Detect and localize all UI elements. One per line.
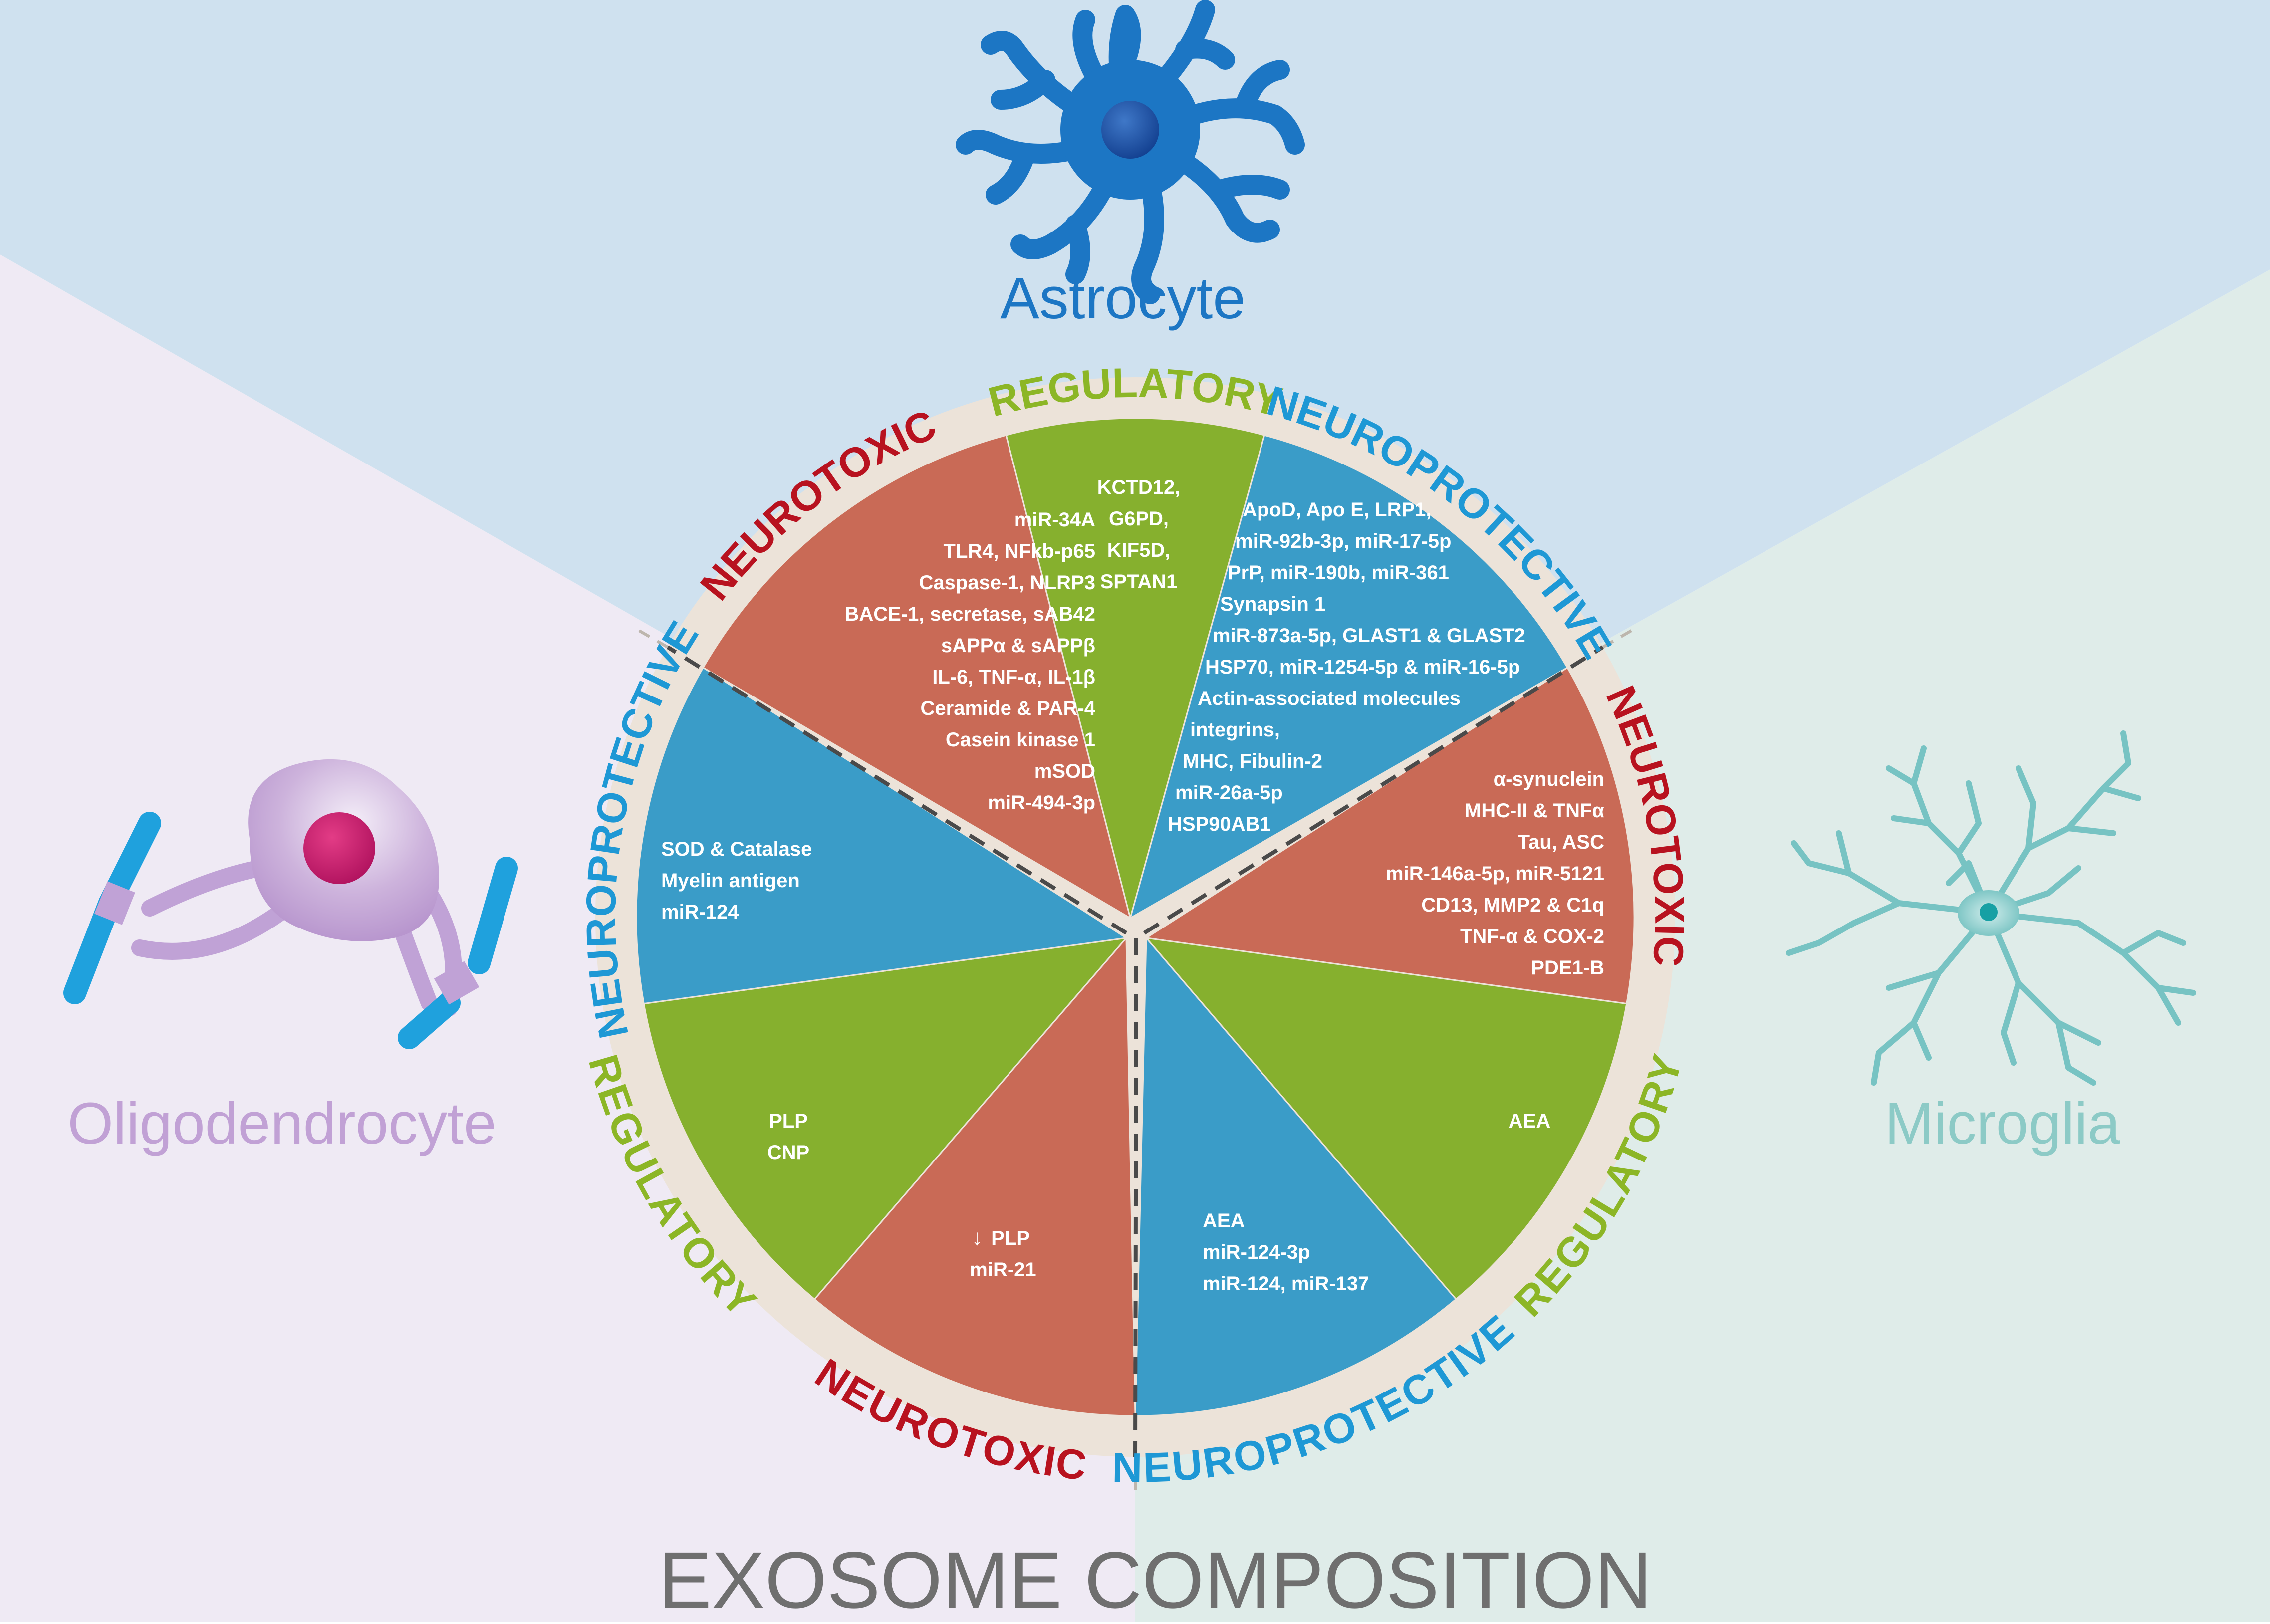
- myelin-node: [94, 881, 135, 925]
- segment-item-oligo-neurotoxic: miR-21: [970, 1259, 1036, 1281]
- segment-item-astro-neuroprotective: HSP90AB1: [1168, 813, 1271, 835]
- segment-item-astro-neuroprotective: Actin-associated molecules: [1198, 688, 1461, 709]
- segment-item-oligo-neuroprotective: miR-124: [661, 901, 739, 923]
- group-separator-extension: [1602, 629, 1633, 649]
- segment-item-micro-neurotoxic: miR-146a-5p, miR-5121: [1386, 863, 1604, 885]
- segment-item-astro-neurotoxic: Ceramide & PAR-4: [921, 697, 1096, 719]
- segment-item-astro-neurotoxic: TLR4, NFkb-p65: [944, 540, 1095, 562]
- oligodendrocyte-nucleus: [303, 812, 375, 884]
- segment-item-oligo-neuroprotective: Myelin antigen: [661, 870, 800, 892]
- group-separator-extension: [637, 629, 669, 649]
- segment-micro-neuroprotective: [1134, 936, 1457, 1417]
- group-separator: [1143, 645, 1604, 935]
- segment-item-astro-neuroprotective: miR-873a-5p, GLAST1 & GLAST2: [1213, 625, 1525, 647]
- segment-item-astro-neurotoxic: miR-494-3p: [988, 792, 1095, 814]
- myelin-segment: [398, 991, 461, 1049]
- segment-item-astro-neuroprotective: miR-92b-3p, miR-17-5p: [1235, 530, 1451, 552]
- microglia-nucleus: [1980, 903, 1998, 921]
- segment-astro-regulatory: [1005, 417, 1265, 921]
- segment-item-astro-neurotoxic: Caspase-1, NLRP3: [919, 572, 1095, 594]
- microglia-label: Microglia: [1885, 1091, 2120, 1157]
- segment-oligo-neuroprotective: [635, 666, 1129, 1005]
- segment-item-astro-regulatory: G6PD,: [1109, 508, 1169, 530]
- segment-item-astro-neuroprotective: Synapsin 1: [1220, 593, 1325, 615]
- segment-item-micro-neuroprotective: AEA: [1203, 1210, 1245, 1232]
- astrocyte-label: Astrocyte: [1000, 265, 1246, 331]
- segment-item-micro-neuroprotective: miR-124-3p: [1203, 1241, 1310, 1263]
- segment-item-astro-neurotoxic: mSOD: [1034, 760, 1095, 782]
- oligodendrocyte-label: Oligodendrocyte: [67, 1091, 496, 1157]
- segment-oligo-regulatory: [643, 936, 1128, 1301]
- segment-item-astro-neurotoxic: IL-6, TNF-α, IL-1β: [932, 666, 1095, 688]
- segment-item-oligo-neurotoxic: PLP: [991, 1227, 1030, 1249]
- group-separator: [666, 645, 1128, 935]
- segment-item-astro-neuroprotective: MHC, Fibulin-2: [1183, 750, 1322, 772]
- segment-item-astro-neurotoxic: miR-34A: [1014, 509, 1095, 531]
- segment-item-astro-regulatory: KCTD12,: [1097, 476, 1181, 498]
- myelin-segment: [63, 892, 121, 1004]
- group-separator: [1133, 937, 1138, 1457]
- astrocyte-cell-icon: [956, 0, 1305, 304]
- segment-micro-regulatory: [1144, 936, 1628, 1301]
- segment-item-oligo-neuroprotective: SOD & Catalase: [661, 838, 812, 860]
- astrocyte-nucleus: [1101, 101, 1159, 159]
- myelin-segment: [468, 857, 518, 974]
- segment-astro-neurotoxic: [702, 434, 1132, 920]
- down-arrow-icon: ↓: [972, 1225, 983, 1250]
- diagram-title: EXOSOME COMPOSITION: [658, 1535, 1652, 1622]
- segment-oligo-neurotoxic: [813, 936, 1136, 1417]
- segment-item-micro-regulatory: AEA: [1509, 1110, 1550, 1132]
- segment-item-micro-neuroprotective: miR-124, miR-137: [1203, 1273, 1369, 1295]
- segment-item-astro-regulatory: SPTAN1: [1100, 571, 1178, 593]
- segment-item-astro-neuroprotective: ApoD, Apo E, LRP1,: [1243, 499, 1432, 521]
- segment-astro-neuroprotective: [1129, 434, 1569, 920]
- segment-item-astro-neurotoxic: BACE-1, secretase, sAB42: [845, 603, 1095, 625]
- segment-item-astro-regulatory: KIF5D,: [1107, 539, 1171, 561]
- oligodendrocyte-cell-icon: [63, 759, 518, 1049]
- segment-item-astro-neuroprotective: integrins,: [1190, 719, 1280, 741]
- segment-item-astro-neurotoxic: sAPPα & sAPPβ: [941, 635, 1095, 657]
- segment-item-oligo-regulatory: CNP: [767, 1142, 809, 1163]
- segment-item-astro-neuroprotective: HSP70, miR-1254-5p & miR-16-5p: [1205, 656, 1520, 678]
- segment-item-astro-neurotoxic: Casein kinase 1: [946, 729, 1095, 751]
- segment-item-astro-neuroprotective: miR-26a-5p: [1175, 782, 1283, 804]
- segment-item-micro-neurotoxic: MHC-II & TNFα: [1465, 800, 1605, 822]
- segment-item-micro-neurotoxic: Tau, ASC: [1518, 831, 1604, 853]
- segment-item-micro-neurotoxic: α-synuclein: [1494, 768, 1604, 790]
- segment-item-micro-neurotoxic: TNF-α & COX-2: [1460, 926, 1604, 947]
- myelin-node: [434, 961, 480, 1005]
- segment-item-astro-neuroprotective: PrP, miR-190b, miR-361: [1228, 562, 1449, 584]
- segment-item-micro-neurotoxic: PDE1-B: [1531, 957, 1604, 979]
- segment-item-micro-neurotoxic: CD13, MMP2 & C1q: [1421, 894, 1604, 916]
- microglia-cell-icon: [1786, 730, 2196, 1086]
- segment-item-oligo-regulatory: PLP: [769, 1110, 808, 1132]
- segment-micro-neurotoxic: [1144, 666, 1635, 1005]
